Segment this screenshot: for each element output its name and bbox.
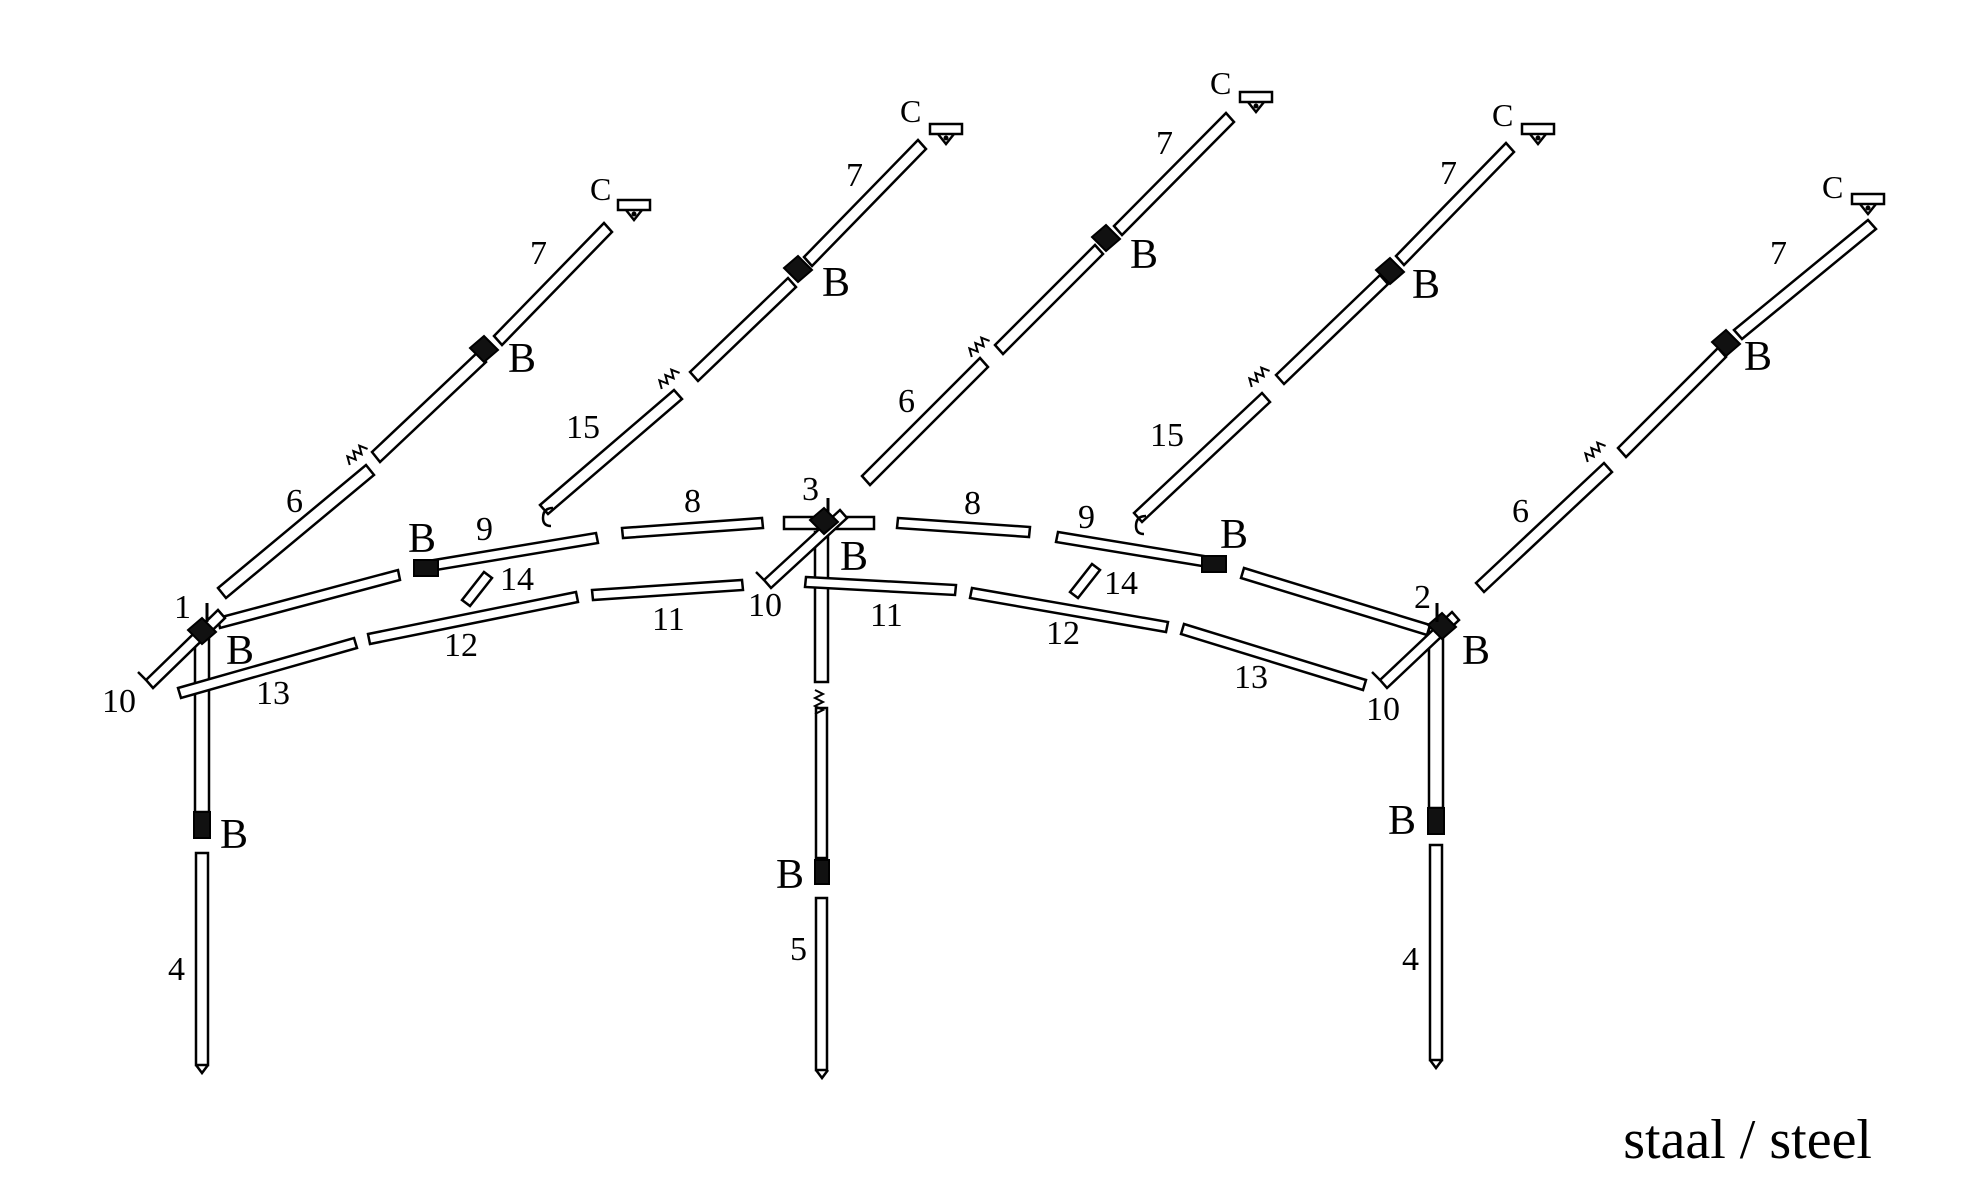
joint-b-1 bbox=[468, 334, 500, 364]
rafter-15-right bbox=[1132, 391, 1272, 524]
part-14-left bbox=[460, 570, 494, 608]
label-c-1: C bbox=[590, 171, 611, 207]
joint-b-6 bbox=[413, 559, 439, 577]
label-b-4: B bbox=[1412, 262, 1440, 308]
label-b-2: B bbox=[822, 260, 850, 306]
rafter-7-first bbox=[492, 221, 614, 347]
rafter-7-fourth bbox=[1394, 141, 1516, 267]
label-b-3: B bbox=[1130, 232, 1158, 278]
label-15-1: 15 bbox=[566, 409, 600, 446]
label-c-2: C bbox=[900, 93, 921, 129]
label-10-1: 10 bbox=[102, 683, 136, 720]
joint-b-7 bbox=[1201, 555, 1227, 573]
joint-b-leg-center bbox=[814, 859, 830, 885]
label-14-1: 14 bbox=[500, 561, 534, 598]
label-12-1: 12 bbox=[444, 627, 478, 664]
label-6-3: 6 bbox=[1512, 493, 1529, 530]
arch-12-left bbox=[366, 590, 580, 646]
label-11-1: 11 bbox=[652, 601, 685, 638]
label-7-4: 7 bbox=[1440, 155, 1457, 192]
label-9-2: 9 bbox=[1078, 499, 1095, 536]
label-b-13: B bbox=[1388, 798, 1416, 844]
rafter-6-center-upper bbox=[993, 243, 1105, 356]
arch-9-right bbox=[1054, 530, 1212, 569]
label-3: 3 bbox=[802, 471, 819, 508]
joint-3 bbox=[808, 506, 840, 536]
rafter-15-left bbox=[538, 388, 684, 516]
label-5: 5 bbox=[790, 931, 807, 968]
joint-b-2 bbox=[782, 254, 814, 284]
pole-5-mid bbox=[814, 706, 829, 860]
material-caption: staal / steel bbox=[1623, 1109, 1872, 1171]
label-12-2: 12 bbox=[1046, 615, 1080, 652]
label-b-12: B bbox=[776, 852, 804, 898]
rafter-6-left bbox=[216, 463, 376, 600]
label-7-3: 7 bbox=[1156, 125, 1173, 162]
label-8-1: 8 bbox=[684, 483, 701, 520]
label-6-2: 6 bbox=[898, 383, 915, 420]
arch-11-left bbox=[590, 578, 745, 602]
rafter-7-third bbox=[1112, 111, 1236, 237]
label-b-11: B bbox=[220, 812, 248, 858]
label-6-1: 6 bbox=[286, 483, 303, 520]
joint-b-5 bbox=[1710, 328, 1742, 358]
arch-11-right bbox=[803, 575, 958, 597]
label-8-2: 8 bbox=[964, 485, 981, 522]
arch-12-right bbox=[968, 586, 1170, 634]
label-10-2: 10 bbox=[748, 587, 782, 624]
joint-b-leg-right bbox=[1427, 807, 1445, 835]
label-2: 2 bbox=[1414, 579, 1431, 616]
label-9-1: 9 bbox=[476, 511, 493, 548]
joint-b-leg-left bbox=[193, 811, 211, 839]
rafter-6-left-upper bbox=[370, 350, 488, 464]
label-13-2: 13 bbox=[1234, 659, 1268, 696]
label-15-2: 15 bbox=[1150, 417, 1184, 454]
arch-13-right bbox=[1179, 622, 1368, 692]
rafter-6-right bbox=[1474, 461, 1614, 594]
part-14-right bbox=[1068, 562, 1102, 600]
rafter-15-right-upper bbox=[1274, 273, 1390, 386]
label-b-7: B bbox=[1220, 512, 1248, 558]
label-1: 1 bbox=[174, 589, 191, 626]
pole-4-left-lower bbox=[194, 851, 210, 1067]
rafter-15-left-upper bbox=[688, 276, 798, 383]
label-c-5: C bbox=[1822, 169, 1843, 205]
arch-13-left bbox=[176, 636, 359, 700]
label-b-8: B bbox=[226, 628, 254, 674]
label-c-3: C bbox=[1210, 65, 1231, 101]
joint-b-3 bbox=[1090, 223, 1122, 253]
pole-4-left-upper bbox=[193, 630, 211, 814]
label-c-4: C bbox=[1492, 97, 1513, 133]
label-4-right: 4 bbox=[1402, 941, 1419, 978]
pole-5-lower bbox=[814, 896, 829, 1072]
label-b-6: B bbox=[408, 516, 436, 562]
label-13-1: 13 bbox=[256, 675, 290, 712]
pole-5-upper bbox=[813, 530, 830, 684]
label-4-left: 4 bbox=[168, 951, 185, 988]
rafter-7-second bbox=[802, 138, 928, 268]
label-b-5: B bbox=[1744, 334, 1772, 380]
arch-8-left bbox=[620, 516, 765, 540]
label-10-3: 10 bbox=[1366, 691, 1400, 728]
rafter-6-right-upper bbox=[1616, 346, 1728, 459]
label-11-2: 11 bbox=[870, 597, 903, 634]
label-7-5: 7 bbox=[1770, 235, 1787, 272]
joint-b-4 bbox=[1374, 256, 1406, 286]
label-b-1: B bbox=[508, 336, 536, 382]
arch-right-outer bbox=[1239, 566, 1432, 637]
rafter-7-fifth bbox=[1732, 218, 1878, 341]
pole-4-right-upper bbox=[1427, 626, 1445, 810]
label-b-10: B bbox=[1462, 628, 1490, 674]
pole-4-right-lower bbox=[1428, 843, 1444, 1062]
label-14-2: 14 bbox=[1104, 565, 1138, 602]
label-b-9: B bbox=[840, 534, 868, 580]
label-7-2: 7 bbox=[846, 157, 863, 194]
label-7-1: 7 bbox=[530, 235, 547, 272]
joint-1 bbox=[186, 616, 218, 646]
arch-8-right bbox=[895, 516, 1032, 539]
rafter-6-center bbox=[860, 356, 990, 487]
